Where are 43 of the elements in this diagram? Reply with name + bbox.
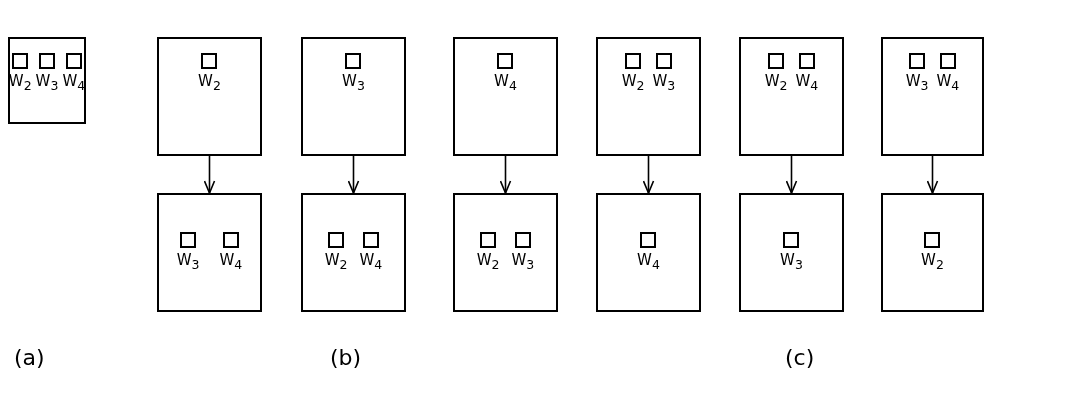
variable-label: W$_{3}$	[780, 252, 803, 273]
variable-label: W$_{2}$	[764, 73, 788, 94]
variable-label: W$_{2}$	[621, 73, 645, 94]
state-box	[881, 37, 984, 156]
state-box	[8, 37, 86, 124]
state-box	[596, 193, 701, 312]
state-box	[739, 193, 844, 312]
variable-label: W$_{2}$	[324, 252, 348, 273]
variable-label: W$_{2}$	[476, 252, 500, 273]
state-box	[596, 37, 701, 156]
state-box	[453, 193, 558, 312]
arrow	[499, 155, 512, 194]
panel-label: (b)	[330, 345, 362, 370]
variable-label: W$_{4}$	[637, 252, 660, 273]
state-box	[739, 37, 844, 156]
state-box	[301, 37, 406, 156]
state-box	[453, 37, 558, 156]
state-box	[157, 37, 262, 156]
variable-label: W$_{4}$	[359, 252, 383, 273]
state-box	[301, 193, 406, 312]
state-box	[881, 193, 984, 312]
arrow	[347, 155, 360, 194]
arrow	[926, 155, 939, 194]
variable-label: W$_{3}$	[342, 73, 365, 94]
variable-label: W$_{2}$	[198, 73, 221, 94]
arrow	[203, 155, 216, 194]
variable-label: W$_{3}$	[652, 73, 676, 94]
variable-label: W$_{4}$	[62, 73, 86, 94]
variable-label: W$_{4}$	[936, 73, 960, 94]
variable-label: W$_{4}$	[494, 73, 517, 94]
arrow	[642, 155, 655, 194]
variable-label: W$_{2}$	[921, 252, 944, 273]
variable-label: W$_{4}$	[219, 252, 243, 273]
variable-label: W$_{4}$	[795, 73, 819, 94]
state-box	[157, 193, 262, 312]
variable-label: W$_{3}$	[35, 73, 59, 94]
variable-label: W$_{2}$	[8, 73, 32, 94]
variable-label: W$_{3}$	[176, 252, 200, 273]
variable-label: W$_{3}$	[905, 73, 929, 94]
panel-label: (a)	[14, 345, 45, 370]
variable-label: W$_{3}$	[511, 252, 535, 273]
panel-label: (c)	[785, 345, 815, 370]
arrow	[785, 155, 798, 194]
